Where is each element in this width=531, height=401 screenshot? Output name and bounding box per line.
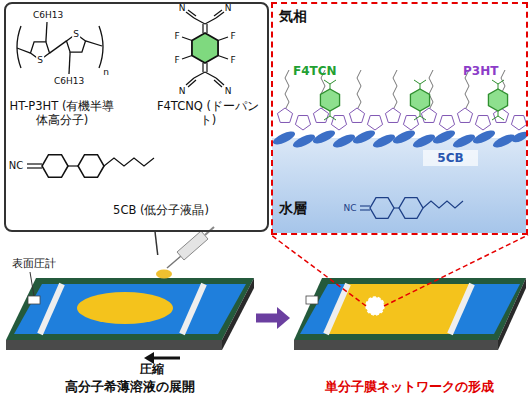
atom-label: N xyxy=(179,87,186,96)
atom-label: C6H13 xyxy=(33,11,63,20)
atom-label: F xyxy=(174,32,179,41)
connector-line xyxy=(256,314,280,323)
5cb-structure xyxy=(27,155,154,178)
molecule-label: 5CB xyxy=(423,150,478,166)
atom-label: C6H13 xyxy=(54,77,84,86)
langmuir-trough xyxy=(6,227,254,364)
connector-line xyxy=(155,232,158,255)
phase-label: 気相 xyxy=(279,8,307,25)
atom-label: S xyxy=(72,30,80,39)
atom-label: F xyxy=(174,56,179,65)
trough-panel: 表面圧計圧縮高分子希薄溶液の展開 xyxy=(4,255,256,398)
connector xyxy=(155,232,158,255)
compound-name: F4TCNQ (ドーパント) xyxy=(156,100,260,128)
compound-name: 5CB (低分子液晶) xyxy=(76,204,246,218)
arrow-head xyxy=(277,307,290,329)
step-caption: 高分子希薄溶液の展開 xyxy=(14,379,246,395)
p3ht-structure xyxy=(17,22,103,74)
compound-name: HT-P3HT (有機半導体高分子) xyxy=(6,100,118,128)
atom-label: F xyxy=(230,56,235,65)
atom-label: N xyxy=(225,4,232,13)
connector xyxy=(256,307,290,329)
atom-label: S xyxy=(36,56,44,65)
atom-label: NC xyxy=(9,161,23,171)
zoom-box: 気相 F4TCN P3HT 5CB 水層 xyxy=(271,2,528,235)
structures-box: HT-P3HT (有機半導体高分子) F4TCNQ (ドーパント) 5CB (低分子… xyxy=(4,2,269,232)
atom-label: N xyxy=(225,87,232,96)
atom-label: N xyxy=(179,4,186,13)
connector-line xyxy=(384,235,528,306)
step-caption: 単分子膜ネットワークの形成 xyxy=(290,379,528,395)
atom-label: NC xyxy=(343,204,356,213)
atom-label: n xyxy=(103,68,109,77)
phase-label: 水層 xyxy=(279,200,307,217)
connector xyxy=(271,235,528,306)
molecule-label: P3HT xyxy=(463,64,498,78)
atom-label: F xyxy=(230,32,235,41)
part-label: 表面圧計 xyxy=(12,257,56,270)
langmuir-trough xyxy=(294,278,526,350)
trough-panel: 単分子膜ネットワークの形成 xyxy=(290,255,528,398)
interface-illustration xyxy=(271,70,530,233)
molecule-label: F4TCN xyxy=(293,64,337,78)
f4tcnq-structure xyxy=(182,10,228,87)
connector-line xyxy=(271,235,366,306)
action-label: 圧縮 xyxy=(140,362,164,376)
